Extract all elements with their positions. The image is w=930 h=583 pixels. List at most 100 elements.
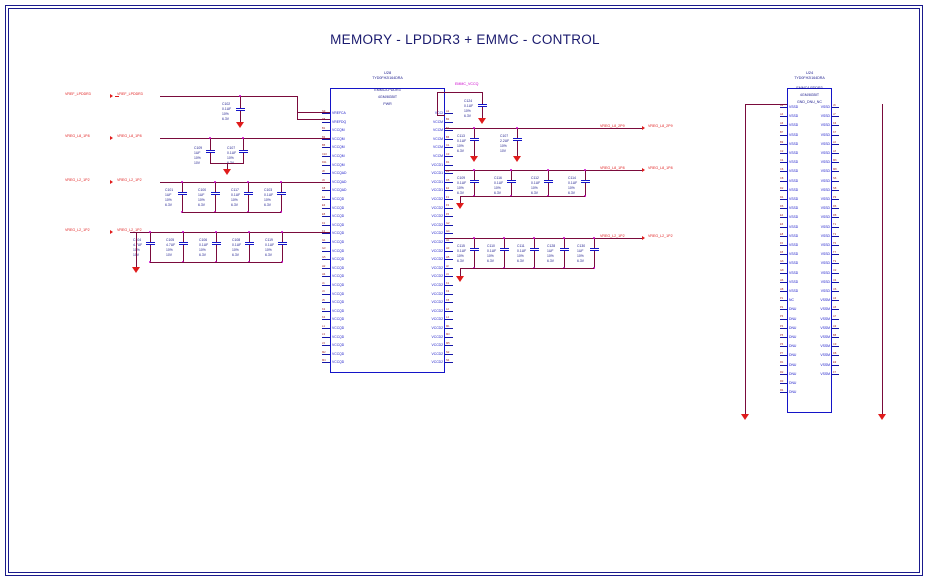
cap-lead-top bbox=[281, 190, 282, 192]
capacitor-c128[interactable] bbox=[560, 246, 569, 253]
capacitor-c110[interactable] bbox=[500, 246, 509, 253]
pin-label: VCCD1 bbox=[431, 162, 444, 167]
net-flag-icon-4 bbox=[110, 230, 113, 234]
cap-plate-2 bbox=[513, 140, 522, 141]
junction-dot bbox=[503, 237, 505, 239]
capacitor-c117[interactable] bbox=[244, 190, 253, 197]
pin-number: B5 bbox=[322, 144, 326, 148]
ic-u28-body[interactable] bbox=[330, 88, 445, 373]
cap-c106-value: 0.1UF bbox=[199, 243, 209, 247]
net-label-emmc-vccq[interactable]: EMMC_VCCQ bbox=[455, 82, 479, 86]
pin-lead bbox=[832, 300, 839, 302]
cap-lead-top bbox=[504, 246, 505, 248]
capacitor-c108[interactable] bbox=[245, 240, 254, 247]
capacitor-c102[interactable] bbox=[236, 106, 245, 113]
net-flag-icon-5 bbox=[642, 126, 645, 130]
pin-lead bbox=[780, 263, 787, 265]
wire-emmc-top bbox=[437, 92, 482, 93]
pin-label: VCCQD bbox=[332, 326, 345, 330]
pin-label: VSSD bbox=[789, 224, 799, 229]
pin-number: R3 bbox=[780, 379, 784, 383]
cap-tap-wire bbox=[511, 170, 512, 178]
cap-lead-top bbox=[216, 240, 217, 242]
capacitor-c111[interactable] bbox=[530, 246, 539, 253]
pin-number: P7 bbox=[780, 352, 784, 356]
cap-plate-1 bbox=[278, 242, 287, 243]
cap-lead-bottom bbox=[517, 141, 518, 143]
cap-c130-tol: 10% bbox=[577, 254, 584, 258]
capacitor-c109[interactable] bbox=[470, 178, 479, 185]
ic-u28-ref: U28 bbox=[383, 70, 392, 75]
ground-symbol-u24-left bbox=[741, 414, 749, 420]
cap-lead-top bbox=[548, 178, 549, 180]
net-label-l2b-dst[interactable]: VREG_L2_1P2 bbox=[117, 228, 142, 232]
ground-symbol-r4 bbox=[456, 276, 464, 282]
capacitor-c124[interactable] bbox=[478, 102, 487, 109]
pin-number: D1 bbox=[446, 161, 450, 165]
pin-number: C4 bbox=[780, 159, 784, 162]
capacitor-c101[interactable] bbox=[178, 190, 187, 197]
pin-lead bbox=[780, 337, 787, 338]
capacitor-c104[interactable] bbox=[146, 240, 155, 247]
capacitor-c130[interactable] bbox=[590, 246, 599, 253]
net-label-r4-a[interactable]: VREG_L2_1P2 bbox=[600, 234, 625, 238]
pin-label: VCCQM bbox=[332, 128, 345, 133]
capacitor-c105[interactable] bbox=[179, 240, 188, 247]
net-label-r4-b[interactable]: VREG_L2_1P2 bbox=[648, 234, 673, 238]
capacitor-c112[interactable] bbox=[544, 178, 553, 185]
pin-label: VSSD bbox=[789, 160, 799, 165]
cap-c100-value: 1UF bbox=[198, 193, 205, 197]
pin-label: VCCD2 bbox=[431, 317, 444, 322]
capacitor-c103[interactable] bbox=[277, 190, 286, 197]
pin-number: K7 bbox=[833, 131, 837, 135]
pin-lead bbox=[322, 250, 330, 252]
pin-number: A6 bbox=[780, 122, 784, 126]
cap-c128-ref: C128 bbox=[547, 244, 556, 248]
wire-u24-top-link bbox=[745, 104, 787, 105]
ic-u24-body[interactable] bbox=[787, 88, 832, 413]
cap-lead-top bbox=[474, 178, 475, 180]
pin-label: VSSD bbox=[789, 261, 799, 266]
pin-label: VCCQM bbox=[332, 145, 345, 150]
capacitor-c115[interactable] bbox=[470, 246, 479, 253]
cap-lead-bottom bbox=[243, 153, 244, 155]
capacitor-c107-left[interactable] bbox=[239, 148, 248, 155]
pin-label: VSSD bbox=[789, 178, 799, 183]
capacitor-c116[interactable] bbox=[507, 178, 516, 185]
cap-tap-wire bbox=[474, 238, 475, 246]
pin-lead bbox=[780, 235, 787, 237]
cap-c106-volt: 6.3V bbox=[199, 253, 206, 257]
capacitor-c107[interactable] bbox=[513, 136, 522, 143]
net-label-vref-lpddr3-src[interactable]: VREF_LPDDR3 bbox=[65, 92, 91, 96]
cap-c104-value: 4.7UF bbox=[133, 243, 143, 247]
capacitor-c119[interactable] bbox=[278, 240, 287, 247]
net-label-l8-2p9-b[interactable]: VREG_L8_2P9 bbox=[648, 124, 673, 128]
net-label-r3-b[interactable]: VREG_L8_1P8 bbox=[648, 166, 673, 170]
net-label-l2-1p2-dst[interactable]: VREG_L2_1P2 bbox=[117, 178, 142, 182]
net-label-l2-1p2-src[interactable]: VREG_L2_1P2 bbox=[65, 178, 90, 182]
sheet-border-outer bbox=[5, 5, 923, 576]
pin-lead bbox=[780, 254, 787, 256]
capacitor-c113[interactable] bbox=[470, 136, 479, 143]
capacitor-c106[interactable] bbox=[212, 240, 221, 247]
pin-number: A4 bbox=[780, 113, 784, 116]
net-label-l2b-src[interactable]: VREG_L2_1P2 bbox=[65, 228, 90, 232]
capacitor-c109-left[interactable] bbox=[206, 148, 215, 155]
pin-lead bbox=[832, 180, 839, 182]
pin-lead bbox=[780, 116, 787, 118]
ic-u24-ref: U24 bbox=[805, 70, 814, 75]
cap-lead-top bbox=[243, 148, 244, 150]
net-label-r3-a[interactable]: VREG_L8_1P8 bbox=[600, 166, 625, 170]
pin-label: VCCD2 bbox=[431, 291, 444, 296]
capacitor-c114[interactable] bbox=[581, 178, 590, 185]
net-label-vref-lpddr3-dst[interactable]: VREF_LPDDR3 bbox=[117, 92, 143, 96]
net-label-l8-1p8-dst[interactable]: VREG_L8_1P8 bbox=[117, 134, 142, 138]
pin-label: VCCQM bbox=[332, 162, 345, 167]
net-label-l8-1p8-src[interactable]: VREG_L8_1P8 bbox=[65, 134, 90, 138]
capacitor-c100[interactable] bbox=[211, 190, 220, 197]
net-label-l8-2p9-a[interactable]: VREG_L8_2P9 bbox=[600, 124, 625, 128]
pin-lead bbox=[832, 226, 839, 228]
pin-lead bbox=[832, 134, 839, 136]
cap-lead-top bbox=[474, 136, 475, 138]
pin-lead bbox=[832, 263, 839, 265]
